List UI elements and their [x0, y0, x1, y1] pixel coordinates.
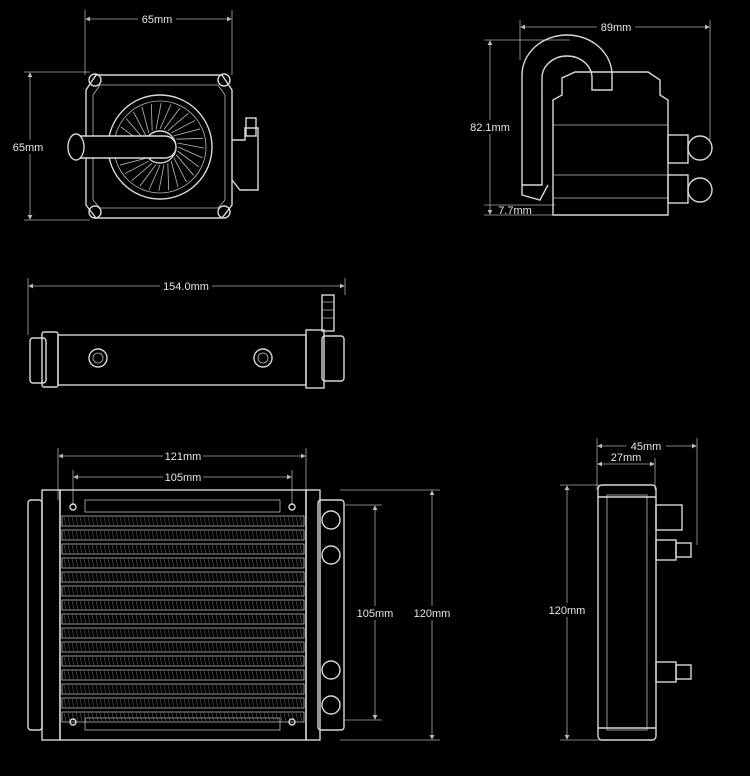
radiator-fin-row — [61, 641, 305, 653]
radiator-fin-row — [61, 655, 305, 667]
radiator-fin-pattern — [63, 684, 303, 694]
fan-blade — [173, 158, 187, 183]
radiator-fin-pattern — [63, 516, 303, 526]
fan-blade — [124, 160, 149, 174]
radiator-fin-pattern — [63, 656, 303, 666]
pump-width-label: 65mm — [142, 14, 173, 26]
radiator-fin-row — [61, 669, 305, 681]
radiator-fin-pattern — [63, 586, 303, 596]
fan-blade — [175, 154, 194, 176]
radiator-fin-row — [61, 529, 305, 541]
radiator-inner-height-label: 105mm — [357, 608, 394, 620]
radiator-fin-row — [61, 515, 305, 527]
pump-height-label: 65mm — [13, 142, 44, 154]
radiator-length-label: 154.0mm — [163, 281, 209, 293]
radiator-fin-pattern — [63, 600, 303, 610]
radiator-side-height-label: 120mm — [549, 605, 586, 617]
radiator-fin-pattern — [63, 558, 303, 568]
radiator-top-view: 154.0mm — [27, 278, 346, 389]
pump-base-label: 7.7mm — [498, 205, 532, 217]
fan-blade — [171, 120, 196, 134]
radiator-fin-pattern — [63, 572, 303, 582]
fan-blade — [133, 111, 147, 136]
fan-blade — [173, 128, 201, 137]
fan-blade — [131, 162, 153, 181]
radiator-fin-row — [61, 627, 305, 639]
radiator-fin-pattern — [63, 530, 303, 540]
fan-blade — [163, 107, 181, 130]
fan-blade — [158, 164, 165, 192]
fan-blade — [167, 113, 189, 132]
radiator-fin-row — [61, 711, 305, 723]
fan-blade — [141, 106, 150, 134]
pump-side-height-label: 82.1mm — [470, 122, 510, 134]
fan-blade — [155, 102, 162, 130]
radiator-outer-width-label: 121mm — [165, 451, 202, 463]
fan-blade — [170, 160, 179, 188]
radiator-fin-row — [61, 543, 305, 555]
pump-top-view: 65mm 65mm — [8, 10, 259, 221]
fan-blade — [139, 164, 157, 187]
fan-blade — [150, 103, 153, 131]
radiator-outer-height-label: 120mm — [414, 608, 451, 620]
radiator-fin-row — [61, 599, 305, 611]
radiator-side-view: 45mm 27mm 120mm — [547, 438, 698, 741]
fan-blade — [148, 164, 161, 190]
fan-blade — [167, 163, 170, 191]
radiator-fin-pattern — [63, 698, 303, 708]
radiator-fin-pattern — [63, 642, 303, 652]
fan-blade — [177, 150, 200, 168]
fan-blade — [119, 157, 147, 166]
radiator-fin-row — [61, 697, 305, 709]
fan-blade — [176, 137, 204, 140]
radiator-front-view: 121mm 105mm 105mm 120mm — [27, 448, 452, 741]
radiator-fin-row — [61, 557, 305, 569]
fan-blade — [177, 146, 203, 159]
radiator-fin-row — [61, 571, 305, 583]
radiator-fin-pattern — [63, 712, 303, 722]
radiator-fin-pattern — [63, 670, 303, 680]
radiator-thickness-outer-label: 45mm — [631, 441, 662, 453]
radiator-fin-row — [61, 683, 305, 695]
radiator-fin-pattern — [63, 628, 303, 638]
radiator-fin-row — [61, 585, 305, 597]
radiator-fin-pattern — [63, 544, 303, 554]
fan-blade — [159, 104, 172, 130]
radiator-inner-width-label: 105mm — [165, 472, 202, 484]
radiator-fin-row — [61, 613, 305, 625]
radiator-fin-pattern — [63, 614, 303, 624]
pump-side-view: 89mm 82.1mm 7.7mm — [468, 20, 713, 217]
fan-blade — [177, 142, 205, 149]
radiator-thickness-inner-label: 27mm — [611, 452, 642, 464]
pump-side-width-label: 89mm — [601, 22, 632, 34]
